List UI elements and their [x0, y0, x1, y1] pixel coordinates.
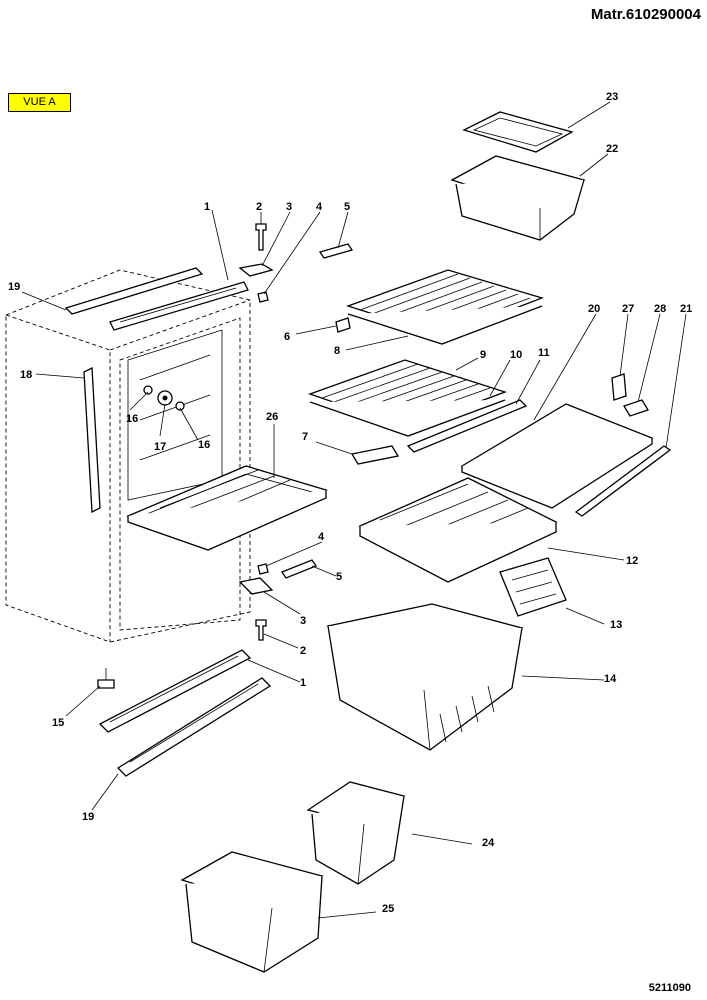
callout-3-lower: 3 [300, 615, 306, 627]
callout-27: 27 [622, 303, 634, 315]
part-24-bin [306, 781, 406, 885]
callout-23: 23 [606, 91, 618, 103]
callout-5: 5 [344, 201, 350, 213]
callout-15: 15 [52, 717, 64, 729]
callout-7: 7 [302, 431, 308, 443]
callout-22: 22 [606, 143, 618, 155]
part-19-top-rail [64, 267, 204, 315]
part-11-trim [406, 399, 528, 453]
matricule-label: Matr.610290004 [590, 6, 701, 23]
part-9-wire-shelf [308, 359, 507, 437]
lower-rail-1 [98, 649, 252, 733]
callout-17: 17 [154, 441, 166, 453]
callout-2-lower: 2 [300, 645, 306, 657]
cabinet-outline [5, 269, 251, 643]
upper-fasteners [238, 223, 274, 303]
callout-14: 14 [604, 673, 617, 685]
part-20-glass-plate [460, 403, 654, 509]
callout-10: 10 [510, 349, 522, 361]
callout-19: 19 [8, 281, 20, 293]
part-14-crisper-drawer [326, 603, 524, 751]
callout-28: 28 [654, 303, 666, 315]
callout-26: 26 [266, 411, 278, 423]
callout-13: 13 [610, 619, 622, 631]
callout-25: 25 [382, 903, 394, 915]
part-6-knob [335, 317, 351, 333]
part-7-handle [350, 445, 400, 465]
callout-24: 24 [482, 837, 495, 849]
part-21-trim-strip [574, 445, 672, 517]
part-13-divider [499, 557, 567, 617]
part-18-side-rail [83, 366, 101, 514]
rear-wall-detail [127, 329, 223, 501]
callout-5-lower: 5 [336, 571, 342, 583]
callout-18: 18 [20, 369, 32, 381]
part-28-block [623, 399, 649, 417]
leader-lines [21, 101, 687, 919]
part-8-wire-shelf [345, 269, 545, 345]
drawing-code: 5211090 [648, 982, 691, 994]
callout-8: 8 [334, 345, 340, 357]
callout-9: 9 [480, 349, 486, 361]
part-12-crisper-cover [358, 477, 558, 583]
callout-3: 3 [286, 201, 292, 213]
lower-rail-19 [116, 677, 272, 777]
callout-16-right: 16 [198, 439, 210, 451]
callout-2: 2 [256, 201, 262, 213]
part-22-box [450, 155, 586, 241]
lower-fasteners [238, 559, 317, 641]
callout-11: 11 [538, 347, 550, 359]
part-27-bracket [611, 373, 627, 401]
callout-12: 12 [626, 555, 638, 567]
callout-16: 16 [126, 413, 138, 425]
part-15-foot [97, 668, 115, 689]
part-26-glass-shelf [126, 465, 328, 551]
part-23-lid [462, 111, 574, 153]
callout-1: 1 [204, 201, 210, 213]
callout-6: 6 [284, 331, 290, 343]
callout-4: 4 [316, 201, 323, 213]
callout-1-lower: 1 [300, 677, 306, 689]
part-1-upper-rail [109, 281, 249, 331]
part-5-upper-clip [318, 243, 354, 259]
part-25-bin [180, 851, 324, 973]
callout-21: 21 [680, 303, 692, 315]
callout-numbers: 23 22 1 2 3 4 5 19 6 8 18 9 10 11 16 17 … [8, 91, 692, 915]
callout-19-lower: 19 [82, 811, 94, 823]
view-label: VUE A [8, 93, 71, 112]
callout-4-lower: 4 [318, 531, 325, 543]
callout-20: 20 [588, 303, 600, 315]
